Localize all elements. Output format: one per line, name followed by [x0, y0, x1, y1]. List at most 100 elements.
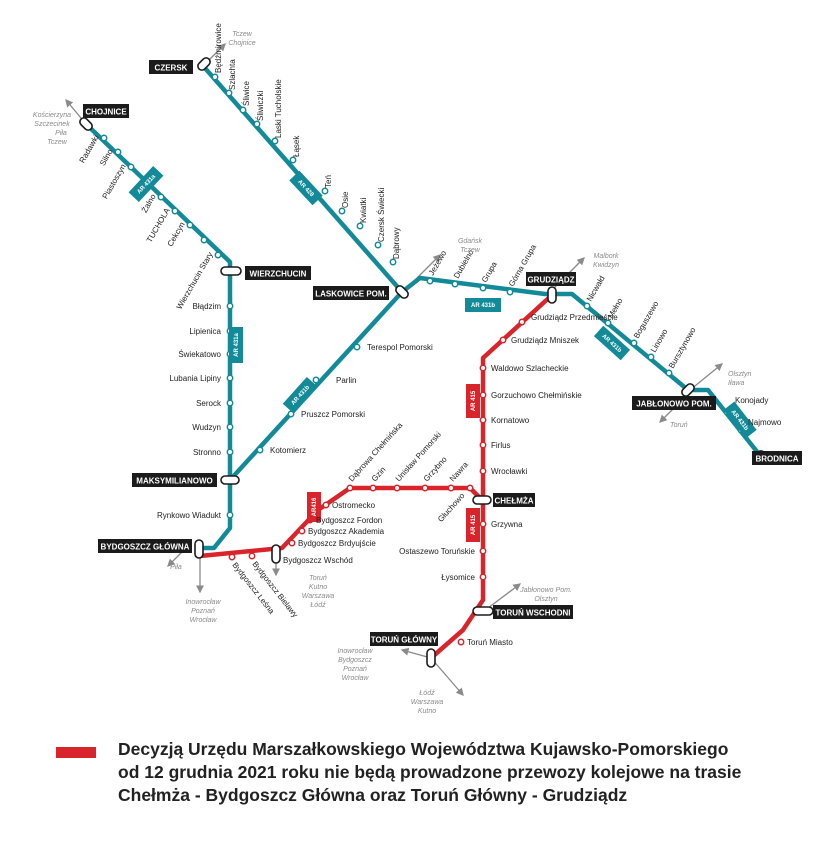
dir-wschod-2: Kutno: [309, 584, 327, 591]
station-labels: Będźmirowice Szlachta Śliwice Śliwiczki …: [78, 23, 782, 647]
dir-grudziadz-1: Malbork: [594, 253, 619, 260]
station-lipienica: Lipienica: [189, 327, 221, 336]
station-bedzmirowice: Będźmirowice: [214, 23, 223, 73]
terminal-torun-glowny: TORUŃ GŁÓWNY: [371, 636, 438, 645]
station-czersk-swiecki: Czersk Świecki: [377, 188, 386, 242]
station-gzin: Gzin: [370, 465, 388, 483]
terminal-grudziadz: GRUDZIĄDZ: [527, 276, 574, 285]
dir-bydgoszcz-south-1: Inowrocław: [185, 599, 221, 606]
dir-czersk-1: Tczew: [232, 31, 253, 38]
station-bursztynowo: Bursztynowo: [667, 325, 698, 370]
dir-jablonowo-1: Olsztyn: [728, 371, 751, 378]
dir-torun-glowny-w4: Wrocław: [342, 675, 370, 682]
station-nicwald: Nicwałd: [585, 274, 607, 303]
station-serock: Serock: [196, 399, 222, 408]
station-lasek: Łąsek: [292, 135, 301, 157]
dir-wschod-1: Toruń: [309, 575, 327, 582]
station-boguszewo: Boguszewo: [632, 299, 661, 340]
legend: Decyzją Urzędu Marszałkowskiego Wojewódz…: [56, 738, 796, 818]
station-lysomice: Łysomice: [441, 573, 475, 582]
station-unislaw: Unisław Pomorski: [394, 430, 443, 483]
station-gluchowo: Głuchowo: [436, 491, 467, 524]
terminal-jablonowo: JABŁONOWO POM.: [636, 400, 712, 409]
station-terespol: Terespol Pomorski: [367, 343, 433, 352]
dir-czersk-2: Chojnice: [228, 40, 255, 47]
station-ostromecko: Ostromecko: [332, 501, 376, 510]
station-bydgoszcz-brdyujscie: Bydgoszcz Brdyujście: [298, 539, 376, 548]
dir-bydgoszcz-west: Piła: [170, 564, 182, 571]
station-linowo: Linowo: [649, 327, 670, 354]
dir-torun-glowny-s1: Łódź: [419, 690, 435, 697]
dir-wschod-4: Łódź: [310, 602, 326, 609]
station-ten: Teń: [324, 175, 333, 188]
station-wroclawki: Wrocławki: [491, 467, 528, 476]
station-dabrowy: Dąbrowy: [392, 227, 401, 259]
station-konojady: Konojady: [735, 396, 768, 405]
station-grzybno: Grzybno: [422, 454, 449, 483]
station-osie: Osie: [341, 191, 350, 208]
station-grupa: Grupa: [480, 260, 499, 284]
dir-torun-glowny-s3: Kutno: [418, 708, 436, 715]
station-firlus: Firlus: [491, 441, 511, 450]
legend-line-1: Decyzją Urzędu Marszałkowskiego Wojewódz…: [118, 739, 729, 759]
dir-torun-wschodni-1: Jabłonowo Pom.: [519, 587, 572, 594]
dir-bydgoszcz-south-3: Wrocław: [190, 617, 218, 624]
junction-capsules: [79, 57, 770, 668]
station-szlachta: Szlachta: [228, 59, 237, 90]
line-label-ar431b-laskowice: AR 431b: [471, 303, 495, 309]
line-label-ar416: AR416: [312, 497, 318, 516]
line-badges: AR 428 AR 431a AR 431a AR 431b AR 431b A…: [128, 166, 757, 542]
station-laski-tucholskie: Laski Tucholskie: [274, 79, 283, 138]
dir-torun-glowny-w2: Bydgoszcz: [338, 657, 372, 664]
line-label-ar431a-wierzchucin: AR 431a: [234, 333, 240, 357]
station-nawra: Nawra: [448, 460, 471, 484]
station-rynkowo-wiadukt: Rynkowo Wiadukt: [157, 511, 222, 520]
station-kornatowo: Kornatowo: [491, 416, 530, 425]
terminal-brodnica: BRODNICA: [755, 455, 798, 464]
direction-arrows: [65, 43, 724, 696]
dir-torun-wschodni-2: Olsztyn: [534, 596, 557, 603]
dir-torun-glowny-s2: Warszawa: [411, 699, 444, 706]
terminal-labels: CZERSK CHOJNICE WIERZCHUCIN LASKOWICE PO…: [83, 60, 802, 646]
dir-chojnice-4: Tczew: [47, 139, 68, 146]
dir-laskowice-1: Gdańsk: [458, 238, 483, 245]
terminal-chelmza: CHEŁMŻA: [494, 497, 533, 506]
station-wudzyn: Wudzyn: [192, 423, 221, 432]
line-label-ar415-grudziadz: AR 415: [471, 390, 477, 411]
station-ostaszewo: Ostaszewo Toruńskie: [399, 547, 475, 556]
dir-chojnice-3: Piła: [55, 130, 67, 137]
station-bydgoszcz-akademia: Bydgoszcz Akademia: [308, 527, 385, 536]
legend-text: Decyzją Urzędu Marszałkowskiego Wojewódz…: [118, 738, 798, 807]
station-grudziadz-przedmiescie-label: Grudziądz Przedmieście: [531, 313, 618, 322]
dir-grudziadz-2: Kwidzyn: [593, 262, 619, 269]
dir-jablonowo-3: Toruń: [670, 422, 688, 429]
terminal-chojnice: CHOJNICE: [85, 108, 127, 117]
dir-chojnice-2: Szczecinek: [34, 121, 70, 128]
dir-laskowice-2: Tczew: [460, 247, 481, 254]
direction-labels: Tczew Chojnice Kościerzyna Szczecinek Pi…: [33, 31, 752, 715]
station-sliwice: Śliwice: [242, 81, 251, 106]
station-lubania-lipiny: Lubania Lipiny: [169, 374, 221, 383]
terminal-wierzchucin: WIERZCHUCIN: [250, 270, 307, 279]
terminal-laskowice: LASKOWICE POM.: [315, 290, 387, 299]
station-pruszcz: Pruszcz Pomorski: [301, 410, 365, 419]
station-sliwiczki: Śliwiczki: [256, 91, 265, 121]
terminal-czersk: CZERSK: [155, 64, 188, 73]
station-grudziadz-mniszek: Grudziądz Mniszek: [511, 336, 580, 345]
station-parlin: Parlin: [336, 376, 356, 385]
station-bydgoszcz-fordon: Bydgoszcz Fordon: [316, 516, 382, 525]
station-bladzim: Błądzim: [193, 302, 222, 311]
legend-line-2: od 12 grudnia 2021 roku nie będą prowadz…: [118, 762, 742, 782]
station-dots: [100, 73, 745, 519]
station-piastoszyn: Piastoszyn: [101, 163, 128, 201]
dir-wschod-3: Warszawa: [302, 593, 335, 600]
dir-bydgoszcz-south-2: Poznań: [191, 608, 215, 615]
dir-torun-glowny-w3: Poznań: [343, 666, 367, 673]
terminal-torun-wschodni: TORUŃ WSCHODNI: [496, 609, 571, 618]
line-label-ar415-chelmza: AR 415: [471, 514, 477, 535]
dir-chojnice-1: Kościerzyna: [33, 112, 71, 119]
station-radawki: Radawki: [78, 133, 101, 164]
station-torun-miasto: Toruń Miasto: [467, 638, 513, 647]
legend-line-3: Chełmża - Bydgoszcz Główna oraz Toruń Gł…: [118, 785, 628, 805]
station-grzywna: Grzywna: [491, 520, 523, 529]
